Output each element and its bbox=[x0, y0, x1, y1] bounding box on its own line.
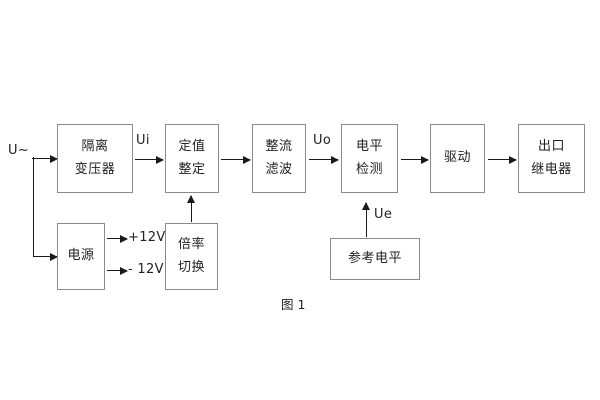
block-multiplier-switch-line-2: 切换 bbox=[177, 259, 205, 275]
block-power-supply-line-1: 电源 bbox=[67, 248, 95, 264]
input-bus-vertical-line bbox=[33, 157, 34, 257]
block-level-detection-line-2: 检测 bbox=[355, 161, 383, 177]
block-drive-line-1: 驱动 bbox=[443, 150, 471, 166]
signal-label-ui: Ui bbox=[136, 133, 150, 148]
arrow-power-rail-positive bbox=[107, 234, 128, 243]
arrow-multiplier-to-setting bbox=[187, 195, 196, 222]
block-isolation-transformer-line-2: 变压器 bbox=[74, 161, 116, 177]
block-reference-level-line-1: 参考电平 bbox=[347, 250, 402, 266]
block-rectify-filter[interactable]: 整流 滤波 bbox=[252, 124, 306, 193]
signal-label-uo: Uo bbox=[313, 133, 332, 148]
power-rail-positive-label: +12V bbox=[128, 230, 166, 245]
block-output-relay[interactable]: 出口 继电器 bbox=[518, 124, 585, 193]
block-output-relay-line-2: 继电器 bbox=[531, 161, 572, 177]
signal-label-ue: Ue bbox=[374, 207, 393, 222]
arrow-isolation-to-setting bbox=[135, 155, 164, 164]
block-rectify-filter-line-2: 滤波 bbox=[265, 161, 293, 177]
arrow-drive-to-output-relay bbox=[488, 155, 517, 164]
block-level-detection[interactable]: 电平 检测 bbox=[341, 124, 398, 193]
block-output-relay-line-1: 出口 bbox=[537, 138, 565, 154]
block-reference-level[interactable]: 参考电平 bbox=[330, 238, 420, 280]
figure-caption: 图 1 bbox=[281, 297, 306, 312]
input-source-label: U~ bbox=[8, 143, 30, 158]
arrow-power-rail-negative bbox=[107, 266, 128, 275]
block-isolation-transformer[interactable]: 隔离 变压器 bbox=[57, 124, 133, 193]
block-rectify-filter-line-1: 整流 bbox=[265, 138, 293, 154]
arrow-rectify-to-level-detection bbox=[309, 155, 339, 164]
block-multiplier-switch-line-1: 倍率 bbox=[177, 236, 205, 252]
block-level-detection-line-1: 电平 bbox=[355, 138, 383, 154]
block-power-supply[interactable]: 电源 bbox=[57, 223, 105, 290]
block-multiplier-switch[interactable]: 倍率 切换 bbox=[165, 223, 218, 290]
arrow-level-detection-to-drive bbox=[401, 155, 429, 164]
power-rail-negative-label: - 12V bbox=[128, 262, 164, 277]
arrow-input-to-power-supply bbox=[33, 252, 58, 261]
arrow-setting-to-rectify bbox=[221, 155, 251, 164]
block-isolation-transformer-line-1: 隔离 bbox=[81, 138, 109, 154]
arrow-reference-level-to-detection bbox=[362, 202, 371, 237]
block-setting-adjustment[interactable]: 定值 整定 bbox=[165, 124, 219, 193]
block-setting-adjustment-line-1: 定值 bbox=[178, 138, 206, 154]
arrow-input-to-isolation-transformer bbox=[33, 154, 58, 163]
block-drive[interactable]: 驱动 bbox=[430, 124, 485, 193]
block-setting-adjustment-line-2: 整定 bbox=[178, 161, 206, 177]
